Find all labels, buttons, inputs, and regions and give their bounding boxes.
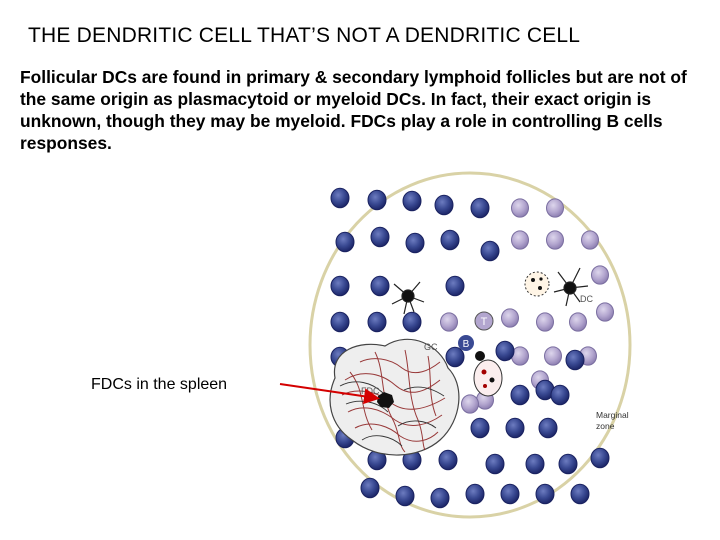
t-cell: [581, 230, 599, 250]
slide-title: THE DENDRITIC CELL THAT’S NOT A DENDRITI…: [28, 24, 581, 47]
t-cell: [536, 312, 554, 332]
t-cell: [596, 302, 614, 322]
b-cell: [480, 240, 500, 262]
b-cell-label: B: [463, 339, 470, 350]
gc-label: GC: [424, 342, 438, 352]
b-cell: [405, 232, 425, 254]
b-cell: [538, 417, 558, 439]
dendritic-cell-upper: [391, 281, 425, 315]
b-cell: [505, 417, 525, 439]
fdc-cell: [377, 392, 394, 408]
b-cell: [510, 384, 530, 406]
fdc-label: FDC: [361, 386, 380, 396]
b-cell: [470, 197, 490, 219]
b-cell: [330, 187, 350, 209]
b-cell: [367, 311, 387, 333]
b-cell: [445, 275, 465, 297]
b-cell: [330, 275, 350, 297]
tingible-macrophage: [473, 351, 503, 397]
callout-arrow: [279, 383, 380, 405]
t-cell: [511, 230, 529, 250]
b-cell: [550, 384, 570, 406]
b-cell: [438, 449, 458, 471]
b-cell: [445, 346, 465, 368]
dendritic-cell-right: [553, 267, 589, 307]
slide-body-text: Follicular DCs are found in primary & se…: [20, 67, 687, 153]
b-cell: [402, 190, 422, 212]
t-cell: [440, 312, 458, 332]
b-cell: [565, 349, 585, 371]
b-cell: [570, 483, 590, 505]
b-cell: [465, 483, 485, 505]
b-cell: [590, 447, 610, 469]
b-cell: [485, 453, 505, 475]
b-cell: [430, 487, 450, 509]
t-cell: [501, 308, 519, 328]
b-cell: [470, 417, 490, 439]
b-cell: [370, 275, 390, 297]
t-cell: [511, 198, 529, 218]
b-cell: [558, 453, 578, 475]
b-cell: [395, 485, 415, 507]
dc-label: DC: [580, 294, 593, 304]
t-cell-label: T: [481, 316, 488, 328]
t-cell: [546, 230, 564, 250]
callout-fdcs-in-spleen: FDCs in the spleen: [91, 376, 228, 394]
t-cell: [569, 312, 587, 332]
b-cell: [330, 311, 350, 333]
b-cell: [367, 189, 387, 211]
t-cell: [461, 394, 479, 414]
t-cell: [591, 265, 609, 285]
t-cell: [546, 198, 564, 218]
b-cell: [440, 229, 460, 251]
b-cell: [525, 453, 545, 475]
t-cell: [544, 346, 562, 366]
b-cell: [402, 311, 422, 333]
b-cell: [500, 483, 520, 505]
b-cell: [434, 194, 454, 216]
apoptotic-cell: [524, 271, 550, 297]
b-cell: [360, 477, 380, 499]
b-cell: [370, 226, 390, 248]
b-cell: [535, 483, 555, 505]
b-cell: [335, 231, 355, 253]
fdc-network: [329, 338, 460, 456]
b-cell: [495, 340, 515, 362]
marginal-zone-label: Marginal zone: [596, 410, 629, 431]
